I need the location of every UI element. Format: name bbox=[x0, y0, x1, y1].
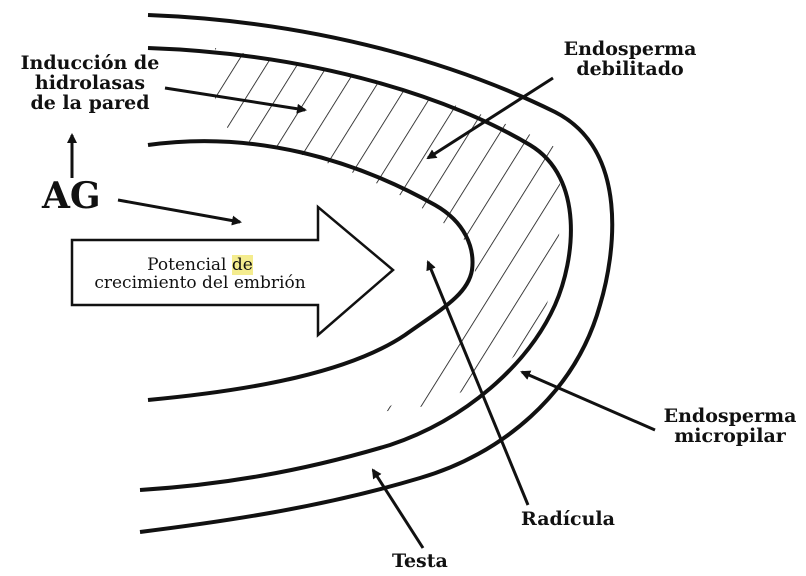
label-endosperma-micropilar: Endosperma micropilar bbox=[655, 407, 805, 447]
label-ag: AG bbox=[42, 178, 101, 216]
label-potencial-crecimiento: Potencial de crecimiento del embrión bbox=[80, 257, 320, 293]
label-induccion-line3: de la pared bbox=[10, 94, 170, 114]
label-endosperma-debilitado-line1: Endosperma bbox=[560, 40, 700, 60]
label-potencial-line2: crecimiento del embrión bbox=[80, 275, 320, 293]
label-testa: Testa bbox=[392, 552, 448, 572]
arrow-ag-right bbox=[118, 200, 240, 222]
label-endosperma-debilitado: Endosperma debilitado bbox=[560, 40, 700, 80]
label-potencial-highlighted-de: de bbox=[232, 255, 253, 275]
label-radicula: Radícula bbox=[521, 510, 615, 530]
label-endosperma-debilitado-line2: debilitado bbox=[560, 60, 700, 80]
arrow-endosperma-micropilar bbox=[522, 372, 655, 430]
label-endosperma-micropilar-line2: micropilar bbox=[655, 427, 805, 447]
label-induccion-line1: Inducción de bbox=[10, 54, 170, 74]
arrow-testa bbox=[373, 470, 423, 548]
label-induccion-hidrolasas: Inducción de hidrolasas de la pared bbox=[10, 54, 170, 114]
label-endosperma-micropilar-line1: Endosperma bbox=[655, 407, 805, 427]
label-induccion-line2: hidrolasas bbox=[10, 74, 170, 94]
label-potencial-word: Potencial bbox=[147, 255, 226, 275]
